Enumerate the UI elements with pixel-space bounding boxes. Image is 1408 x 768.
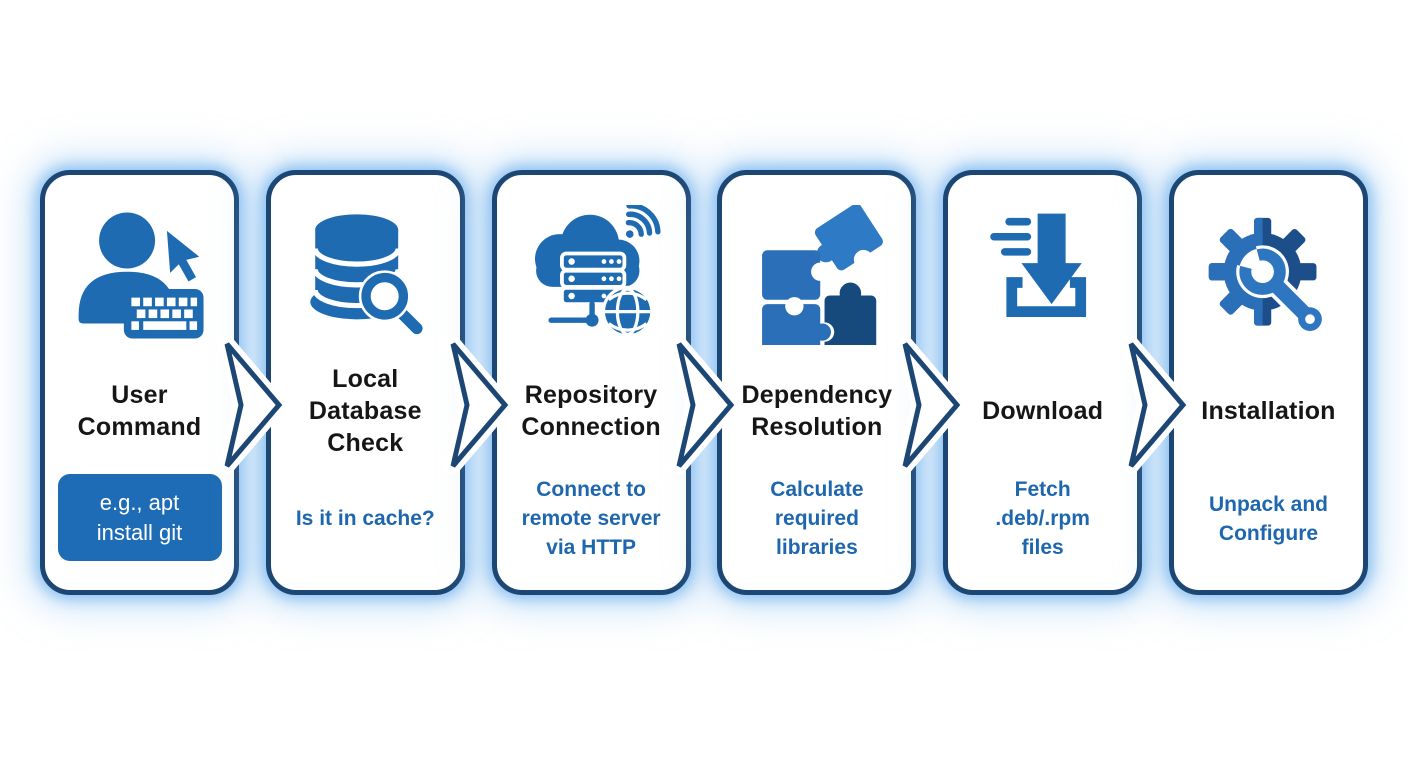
step-subtitle: e.g., apt install git: [57, 463, 222, 590]
step-title: Dependency Resolution: [741, 381, 893, 441]
flow-arrow-5: [1123, 336, 1189, 474]
step-card-download: Download Fetch .deb/.rpm files: [943, 170, 1143, 595]
steps-row: User Command e.g., apt install git: [40, 170, 1368, 595]
step-title: Local Database Check: [308, 365, 422, 457]
step-subtitle: Fetch .deb/.rpm files: [995, 478, 1090, 559]
step-card-repository-connection: Repository Connection Connect to remote …: [491, 170, 691, 595]
database-search-icon: [295, 175, 435, 359]
cloud-server-icon: [521, 175, 661, 359]
step-subtitle: Is it in cache?: [295, 507, 435, 531]
flow-arrow-3: [671, 336, 737, 474]
flow-arrow-4: [897, 336, 963, 474]
puzzle-icon: [747, 175, 887, 359]
step-card-user-command: User Command e.g., apt install git: [40, 170, 239, 595]
step-card-local-database-check: Local Database Check Is it in cache?: [265, 170, 465, 595]
step-card-dependency-resolution: Dependency Resolution Calculate required…: [717, 170, 917, 595]
step-subtitle: Calculate required libraries: [770, 478, 864, 559]
step-title: Repository Connection: [521, 381, 661, 441]
step-title: Download: [982, 397, 1104, 425]
gear-wrench-icon: [1198, 175, 1338, 359]
step-title: Installation: [1201, 397, 1336, 425]
step-subtitle: Connect to remote server via HTTP: [521, 478, 661, 559]
step-title: User Command: [77, 381, 202, 441]
flow-arrow-1: [219, 336, 285, 474]
download-icon: [973, 175, 1113, 359]
step-card-installation: Installation Unpack and Configure: [1168, 170, 1368, 595]
step-subtitle: Unpack and Configure: [1208, 492, 1328, 545]
example-chip: e.g., apt install git: [57, 473, 222, 562]
flow-arrow-2: [445, 336, 511, 474]
user-command-icon: [70, 175, 210, 359]
